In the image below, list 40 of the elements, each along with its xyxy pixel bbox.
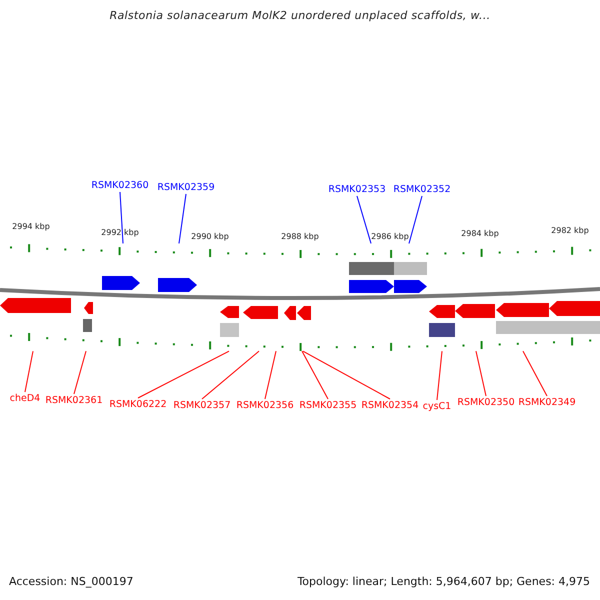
leader-line xyxy=(522,350,548,396)
leader-line xyxy=(302,350,328,400)
gene-label: RSMK02354 xyxy=(361,399,419,412)
gene-label: cheD4 xyxy=(10,392,40,405)
leader-line xyxy=(138,350,230,398)
leader-line xyxy=(264,350,276,400)
scale-ruler xyxy=(10,333,592,351)
gene-label: RSMK02352 xyxy=(393,183,451,196)
leader-line xyxy=(302,350,390,400)
gene-label: RSMK02359 xyxy=(157,181,215,194)
leader-line xyxy=(202,350,260,400)
scale-label: 2992 kbp xyxy=(101,228,139,238)
gene-label: RSMK06222 xyxy=(109,398,167,411)
gene-label: cysC1 xyxy=(422,400,452,413)
scale-label: 2994 kbp xyxy=(12,222,50,232)
gene-label: RSMK02361 xyxy=(45,394,103,407)
footer-text: Topology: linear; Length: 5,964,607 bp; Genes: 4,975 xyxy=(297,575,590,589)
leader-line xyxy=(436,350,442,400)
scale-label: 2982 kbp xyxy=(551,226,589,236)
gene-label: RSMK02353 xyxy=(328,183,386,196)
gene-label: RSMK02356 xyxy=(236,399,294,412)
gene-label: RSMK02350 xyxy=(457,396,515,409)
gene-label: RSMK02349 xyxy=(518,396,576,409)
leader-line xyxy=(74,350,86,394)
scale-label: 2986 kbp xyxy=(371,232,409,242)
scale-label: 2984 kbp xyxy=(461,229,499,239)
scale-label: 2988 kbp xyxy=(281,232,319,242)
leader-line xyxy=(408,196,422,244)
scale-label: 2990 kbp xyxy=(191,232,229,242)
leader-line xyxy=(178,194,186,244)
gene-label: RSMK02357 xyxy=(173,399,231,412)
footer-text: Accession: NS_000197 xyxy=(9,575,134,589)
leader-line xyxy=(24,350,34,392)
leader-line xyxy=(476,350,486,396)
leader-line xyxy=(356,196,372,244)
gene-label: RSMK02360 xyxy=(91,179,149,192)
chart-title: Ralstonia solanacearum MolK2 unordered unplaced scaffolds, w... xyxy=(108,9,492,22)
leader-line xyxy=(120,192,124,244)
scale-ruler xyxy=(10,244,592,258)
gene-label: RSMK02355 xyxy=(299,399,357,412)
